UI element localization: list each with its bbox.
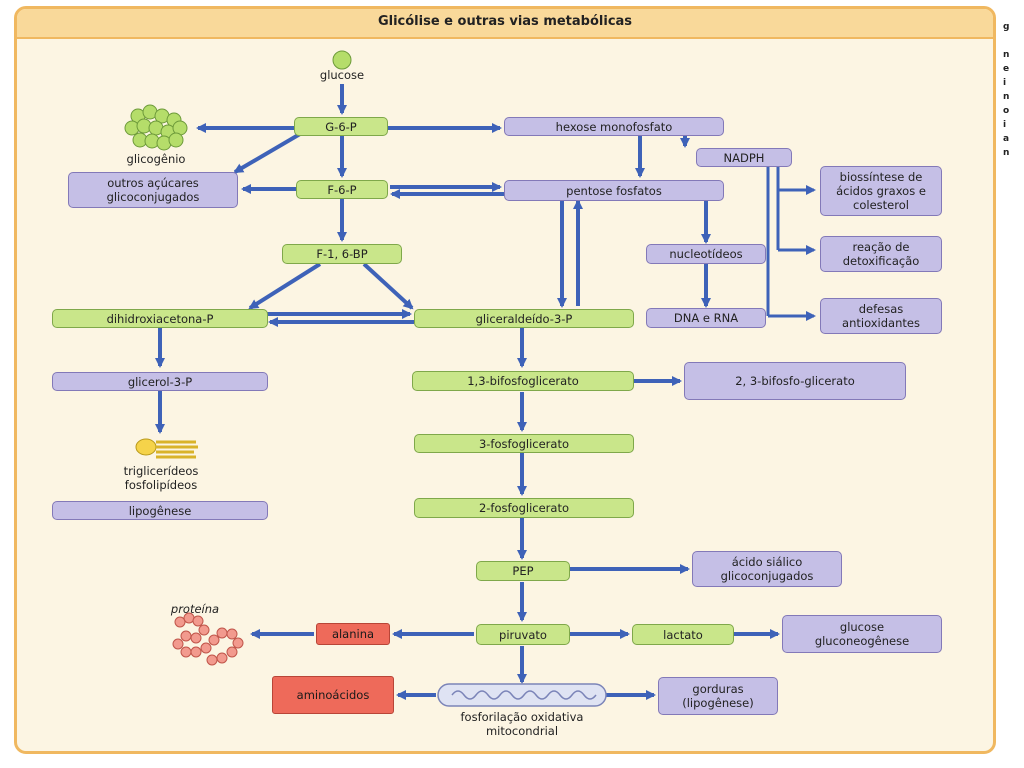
label-fosforilacao: fosforilação oxidativa mitocondrial [460, 710, 584, 738]
node-lactato: lactato [632, 624, 734, 645]
node-detoxificacao: reação de detoxificação [820, 236, 942, 272]
arrow-g6p-outros [233, 132, 302, 174]
title-bar: Glicólise e outras vias metabólicas [17, 9, 993, 39]
node-biossintese: biossíntese de ácidos graxos e colestero… [820, 166, 942, 216]
node-aminoacidos: aminoácidos [272, 676, 394, 714]
node-gorduras: gorduras (lipogênese) [658, 677, 778, 715]
glucose-icon [332, 50, 352, 70]
node-gliceraldeido: gliceraldeído-3-P [414, 309, 634, 328]
side-letter: n [1003, 148, 1010, 158]
node-nucleotideos: nucleotídeos [646, 244, 766, 264]
side-letter: o [1003, 106, 1010, 116]
label-glicogenio: glicogênio [126, 152, 186, 166]
arrow-f16bp-dihidroxi [248, 262, 322, 310]
node-lipogenese: lipogênese [52, 501, 268, 520]
label-proteina: proteína [170, 602, 220, 616]
node-dihidroxiacetona: dihidroxiacetona-P [52, 309, 268, 328]
node-piruvato: piruvato [476, 624, 570, 645]
side-letter: e [1003, 64, 1010, 74]
node-hexose-monofosfato: hexose monofosfato [504, 117, 724, 136]
protein-icon [172, 612, 244, 666]
arrow-f16bp-glicer [362, 262, 414, 310]
node-glicerol3p: glicerol-3-P [52, 372, 268, 391]
diagram-title: Glicólise e outras vias metabólicas [377, 14, 633, 29]
side-letter: n [1003, 50, 1010, 60]
label-trigliceridios: triglicerídeos fosfolipídeos [123, 464, 199, 492]
side-letter: i [1003, 120, 1007, 130]
side-letter: g [1003, 22, 1010, 32]
node-3-fosfoglicerato: 3-fosfoglicerato [414, 434, 634, 453]
side-letter: i [1003, 78, 1007, 88]
node-defesas: defesas antioxidantes [820, 298, 942, 334]
node-pentose-fosfatos: pentose fosfatos [504, 180, 724, 201]
node-alanina: alanina [316, 623, 390, 645]
node-glucose-gluconeogenese: glucose gluconeogênese [782, 615, 942, 653]
node-dna-rna: DNA e RNA [646, 308, 766, 328]
node-pep: PEP [476, 561, 570, 581]
node-f6p: F-6-P [296, 180, 388, 199]
side-letter: a [1003, 134, 1010, 144]
node-13-bifosfoglicerato: 1,3-bifosfoglicerato [412, 371, 634, 391]
node-outros-acucares: outros açúcares glicoconjugados [68, 172, 238, 208]
node-acido-sialico: ácido siálico glicoconjugados [692, 551, 842, 587]
glycogen-icon [124, 104, 188, 151]
lipid-icon [135, 438, 198, 459]
node-23-bifosfoglicerato: 2, 3-bifosfo-glicerato [684, 362, 906, 400]
side-letter: n [1003, 92, 1010, 102]
node-2-fosfoglicerato: 2-fosfoglicerato [414, 498, 634, 518]
cropped-side-text: g n e i n o i a n [1003, 6, 1024, 160]
node-nadph: NADPH [696, 148, 792, 167]
label-glucose: glucose [319, 68, 365, 82]
node-g6p: G-6-P [294, 117, 388, 136]
node-f16bp: F-1, 6-BP [282, 244, 402, 264]
mitochondrion-icon [437, 683, 607, 707]
